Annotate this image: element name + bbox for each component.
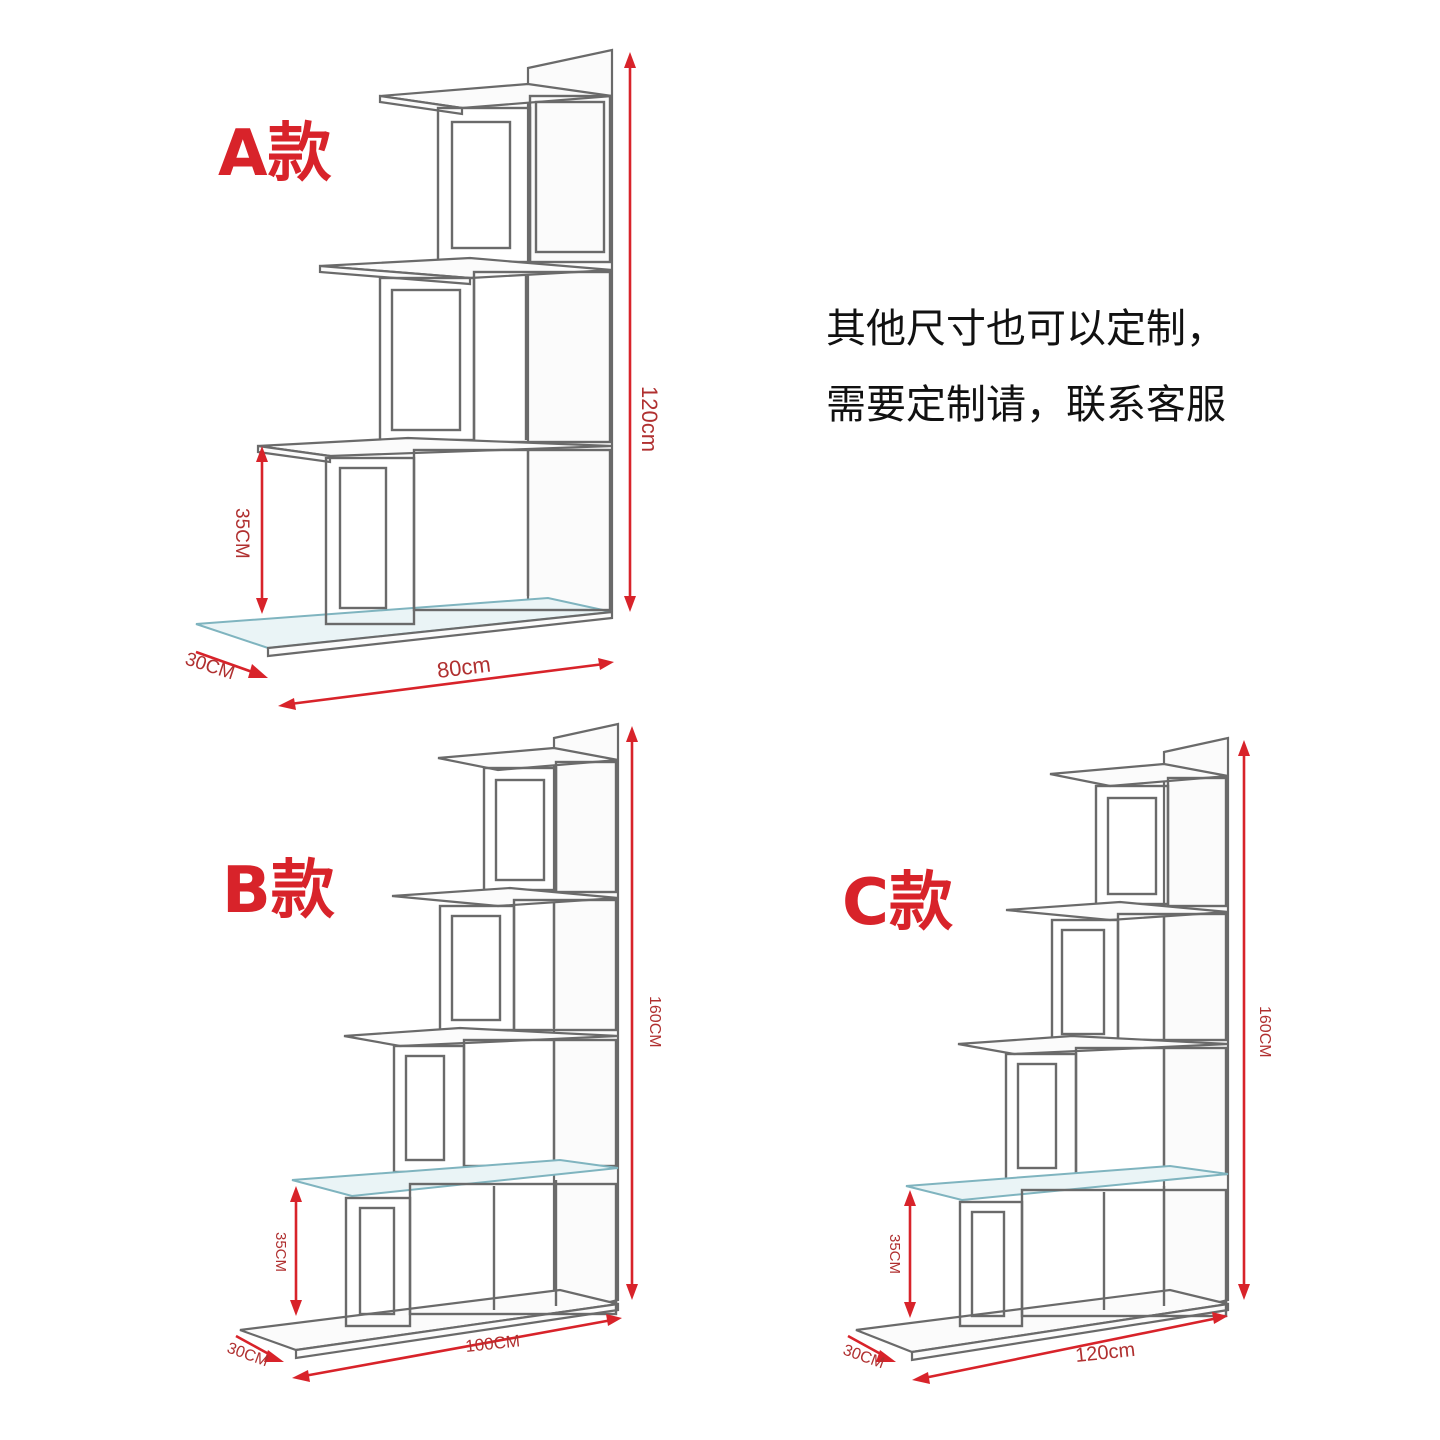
model-a-label: A款 xyxy=(218,117,332,191)
note-line-1: 其他尺寸也可以定制， xyxy=(826,306,1226,352)
model-a-depth-label: 30CM xyxy=(182,649,237,685)
model-b-frame xyxy=(239,722,620,1360)
model-c: C款 xyxy=(841,736,1273,1384)
model-a-frame xyxy=(195,48,614,658)
model-b: B款 xyxy=(222,722,663,1382)
model-b-label: B款 xyxy=(222,854,335,928)
model-b-gap-label: 35CM xyxy=(272,1232,289,1272)
model-a: A款 xyxy=(182,48,662,710)
model-c-height-label: 160CM xyxy=(1256,1006,1273,1058)
model-b-height-label: 160CM xyxy=(646,996,663,1048)
model-c-gap-label: 35CM xyxy=(886,1234,903,1274)
model-b-depth-label: 30CM xyxy=(225,1340,271,1371)
model-c-frame xyxy=(855,736,1230,1362)
model-a-gap-label: 35CM xyxy=(231,508,252,559)
model-b-width-label: 100CM xyxy=(464,1331,520,1356)
model-a-dimensions xyxy=(195,52,636,710)
model-a-height-label: 120cm xyxy=(637,386,662,452)
model-c-label: C款 xyxy=(842,866,953,940)
custom-size-note: 其他尺寸也可以定制， 需要定制请，联系客服 xyxy=(826,306,1226,428)
model-c-dimensions xyxy=(847,740,1250,1384)
model-c-depth-label: 30CM xyxy=(841,1342,887,1373)
model-c-width-label: 120cm xyxy=(1074,1339,1136,1367)
note-line-2: 需要定制请，联系客服 xyxy=(826,382,1226,428)
model-b-dimensions xyxy=(235,726,638,1382)
